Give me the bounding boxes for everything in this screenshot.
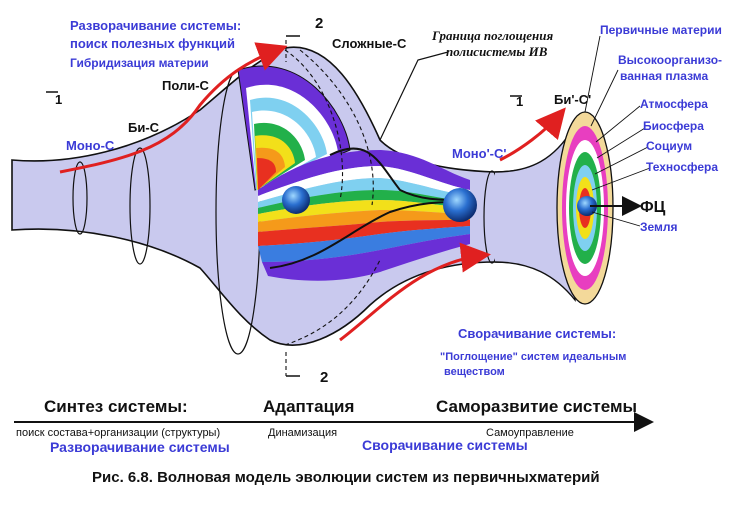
legend-earth: Земля xyxy=(640,220,678,234)
legend-primary: Первичные материи xyxy=(600,23,722,37)
legend-leaders xyxy=(584,35,651,227)
absorption-boundary-curve-top xyxy=(329,147,461,201)
axis-synthesis: Синтез системы: xyxy=(44,397,188,416)
label-absorb-2: веществом xyxy=(444,366,505,378)
label-section-1-left: 1 xyxy=(55,92,62,107)
open-section-layers xyxy=(237,65,351,191)
earth-globe-left xyxy=(282,186,310,214)
section-marks xyxy=(46,35,522,377)
label-bi-c-prime: Би'-С' xyxy=(554,92,591,107)
label-boundary-2: полисистемы ИВ xyxy=(446,44,548,59)
label-mono-c-prime: Моно'-С' xyxy=(452,146,506,161)
axis-folding: Сворачивание системы xyxy=(362,437,528,453)
boundary-pointer xyxy=(379,51,449,141)
label-fc: ФЦ xyxy=(640,199,666,216)
legend-technosphere: Техносфера xyxy=(646,160,718,174)
figure-caption: Рис. 6.8. Волновая модель эволюции систе… xyxy=(92,469,600,486)
fold-arrow-top xyxy=(499,107,566,162)
label-complex-c: Сложные-С xyxy=(332,36,407,51)
earth-globe-right xyxy=(577,196,597,216)
legend-atmosphere: Атмосфера xyxy=(640,97,708,111)
label-fold-title: Сворачивание системы: xyxy=(458,326,616,341)
flow-stripes xyxy=(258,150,470,281)
axis-selfcontrol: Самоуправление xyxy=(486,427,574,439)
legend-plasma-2: ванная плазма xyxy=(620,69,708,83)
label-section-2-bottom: 2 xyxy=(320,369,328,386)
label-unfold-title-1: Разворачивание системы: xyxy=(70,18,241,33)
axis-search: поиск состава+организации (структуры) xyxy=(16,427,220,439)
label-section-1-right: 1 xyxy=(516,94,523,109)
axis-adaptation: Адаптация xyxy=(263,397,354,416)
legend-plasma-1: Высокоорганизо- xyxy=(618,53,722,67)
absorption-boundary-curve-bottom xyxy=(269,201,461,269)
label-mono-c: Моно-С xyxy=(66,138,115,153)
legend-society: Социум xyxy=(646,139,692,153)
label-hybrid: Гибридизация материи xyxy=(70,56,209,70)
label-unfold-title-2: поиск полезных функций xyxy=(70,36,235,51)
label-absorb-1: "Поглощение" систем идеальным xyxy=(440,351,626,363)
legend-biosphere: Биосфера xyxy=(643,119,704,133)
unfold-arrow xyxy=(59,42,288,174)
earth-globe-middle xyxy=(443,188,477,222)
axis-dynamization: Динамизация xyxy=(268,427,337,439)
label-bi-c: Би-С xyxy=(128,120,160,135)
axis-unfolding: Разворачивание системы xyxy=(50,439,230,455)
label-poly-c: Поли-С xyxy=(162,78,210,93)
label-section-2-top: 2 xyxy=(315,15,323,32)
fold-arrow-bottom xyxy=(339,242,491,342)
axis-selfdev: Саморазвитие системы xyxy=(436,397,637,416)
label-boundary-1: Граница поглощения xyxy=(431,28,553,43)
